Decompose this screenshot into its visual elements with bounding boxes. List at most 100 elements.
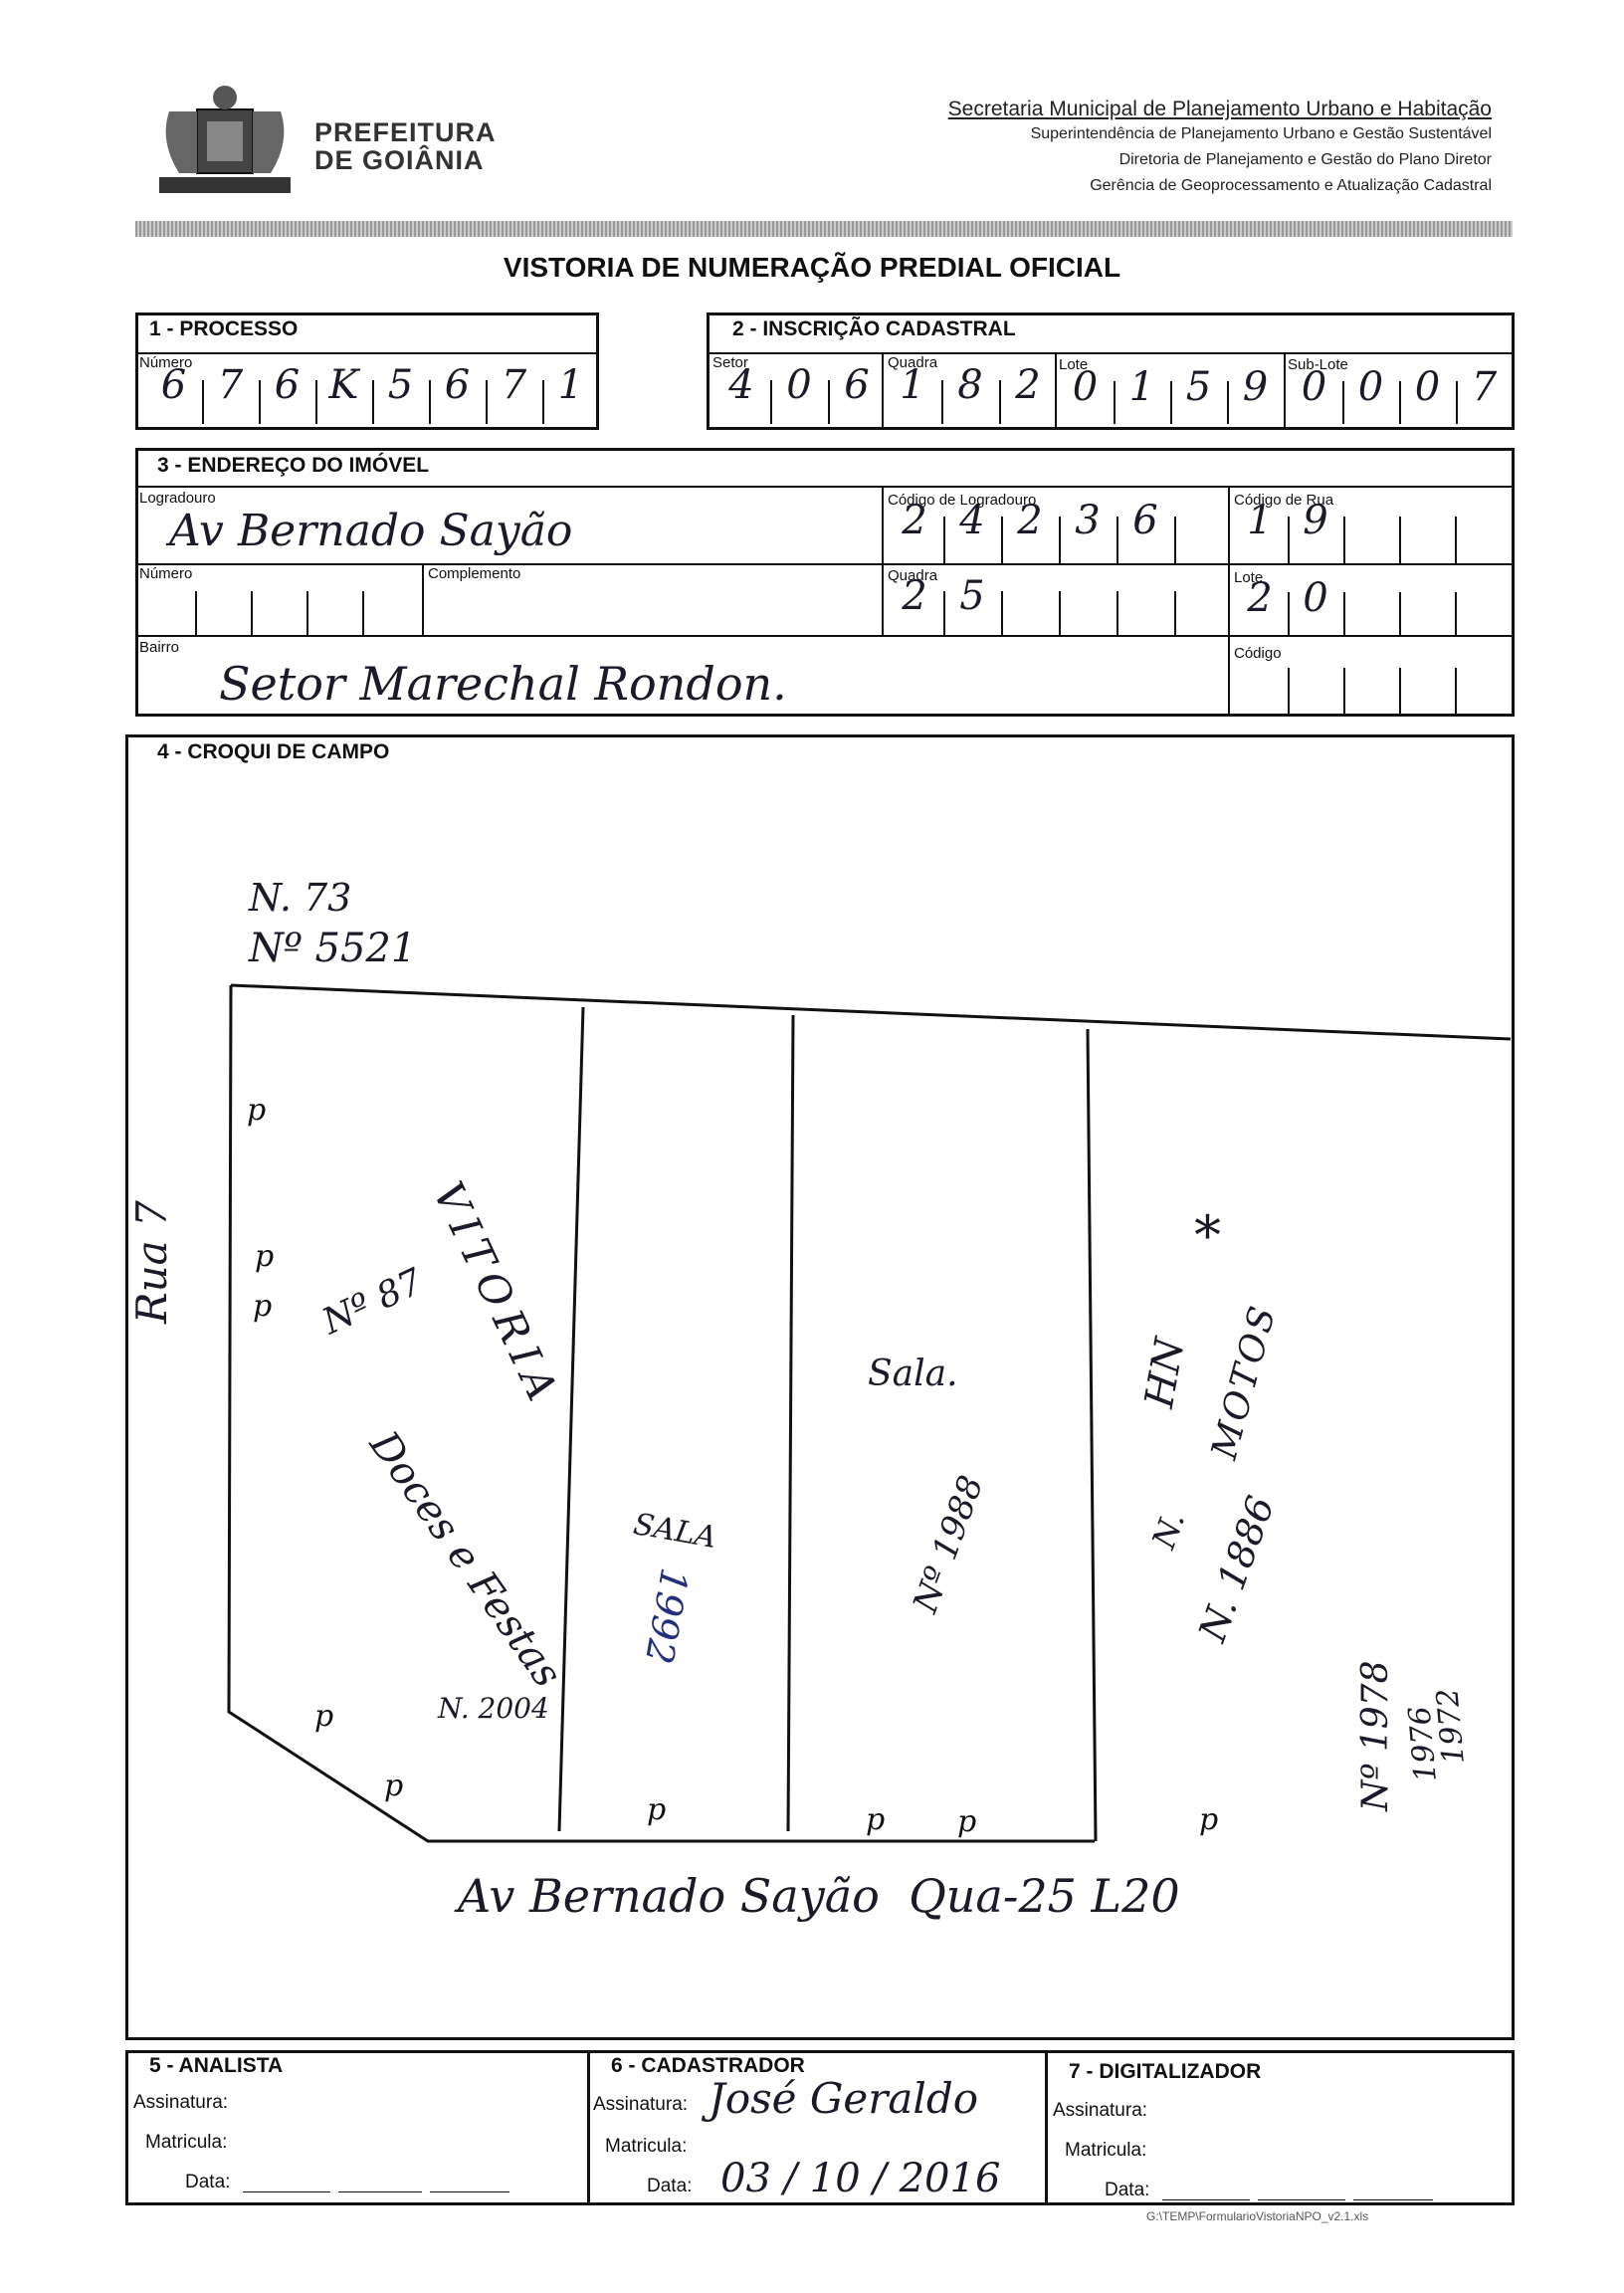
codigo-separator (1399, 667, 1401, 717)
digitalizador-data-label: Data: (1105, 2180, 1150, 2200)
digitalizador-year-field[interactable] (1353, 2199, 1433, 2200)
quadra-digit: 8 (957, 362, 983, 408)
cod-logradouro-separator (1059, 517, 1061, 563)
setor-digit: 0 (786, 362, 812, 408)
cod-rua-digit: 1 (1247, 498, 1273, 543)
cod-logradouro-label: Código de Logradouro (888, 492, 1037, 509)
lote-separator (1227, 381, 1229, 424)
note-n1972: 1972 (1430, 1686, 1472, 1766)
codigo-separator (1455, 667, 1457, 717)
inscricao-group-divider (882, 352, 884, 430)
header-line2: Superintendência de Planejamento Urbano … (1030, 125, 1492, 142)
setor-digit: 6 (844, 362, 870, 408)
cadastrador-matricula-label: Matricula: (605, 2136, 688, 2157)
inscricao-group-divider (1284, 352, 1286, 430)
file-path: G:\TEMP\FormularioVistoriaNPO_v2.1.xls (1146, 2209, 1369, 2223)
cod-logradouro-digit: 2 (902, 498, 927, 543)
lote2-separator (1399, 592, 1401, 635)
cod-logradouro-digit: 4 (959, 498, 985, 543)
cadastrador-data-label: Data: (647, 2176, 693, 2196)
quadra-separator (941, 379, 943, 424)
cadastrador-data-value[interactable]: 03 / 10 / 2016 (720, 2156, 1001, 2201)
quadra2-separator (1059, 590, 1061, 635)
cod-logradouro-digit: 3 (1075, 498, 1101, 543)
cadastrador-title: 6 - CADASTRADOR (611, 2054, 805, 2077)
processo-digit: 7 (217, 362, 244, 408)
header-line4: Gerência de Geoprocessamento e Atualizaç… (1090, 177, 1492, 194)
cod-logradouro-separator (1116, 517, 1118, 563)
sublote-digit: 0 (1357, 364, 1384, 410)
lote2-digit: 2 (1247, 575, 1273, 621)
note-n73: N. 73 (249, 876, 352, 920)
sketch-divider-1 (557, 1006, 585, 1832)
quadra2-separator (1116, 590, 1118, 635)
analista-year-field[interactable] (430, 2191, 509, 2192)
analista-month-field[interactable] (338, 2191, 422, 2192)
analista-title: 5 - ANALISTA (149, 2054, 284, 2077)
quadra2-digit: 5 (959, 573, 985, 619)
marker-p: p (866, 1802, 885, 1837)
note-n1978: Nº 1978 (1355, 1660, 1396, 1812)
marker-p: p (314, 1699, 333, 1734)
numero-separator (251, 590, 253, 635)
inscricao-group-divider (1055, 352, 1057, 430)
marker-p: p (1199, 1802, 1218, 1837)
lote2-separator (1288, 592, 1290, 635)
bairro-label: Bairro (139, 639, 180, 656)
lote-digit: 0 (1072, 364, 1099, 410)
note-sala2: Sala. (868, 1354, 958, 1394)
quadra-label: Quadra (888, 354, 938, 371)
marker-p: p (647, 1792, 666, 1827)
setor-separator (828, 379, 830, 424)
cod-rua-separator (1288, 517, 1290, 563)
digitalizador-month-field[interactable] (1258, 2199, 1345, 2200)
processo-separator (372, 379, 374, 424)
sketch-divider-3 (1086, 1028, 1098, 1842)
note-n2004: N. 2004 (438, 1692, 549, 1725)
codigo-separator (1343, 667, 1345, 717)
digitalizador-assinatura-label: Assinatura: (1053, 2100, 1148, 2121)
coat-of-arms-logo (159, 86, 291, 193)
processo-separator (486, 379, 488, 424)
logradouro-value[interactable]: Av Bernado Sayão (169, 506, 573, 556)
croqui-title: 4 - CROQUI DE CAMPO (157, 740, 390, 763)
sketch-outline (227, 984, 1095, 1843)
lote-separator (1170, 381, 1172, 424)
endereco-section (135, 448, 1515, 717)
lote2-digit: 0 (1303, 575, 1328, 621)
note-rua7: Rua 7 (127, 1200, 176, 1324)
inscricao-title: 2 - INSCRIÇÃO CADASTRAL (732, 317, 1016, 340)
processo-digit: 7 (501, 362, 527, 408)
note-bottom-street: Av Bernado Sayão Qua-25 L20 (458, 1869, 1180, 1923)
bairro-value[interactable]: Setor Marechal Rondon. (219, 657, 787, 711)
setor-separator (770, 379, 772, 424)
numero-separator (306, 590, 308, 635)
processo-digit: K (328, 362, 359, 408)
codigo-label: Código (1234, 645, 1282, 662)
analista-day-field[interactable] (243, 2191, 330, 2192)
note-star: * (1194, 1204, 1221, 1267)
sublote-digit: 0 (1414, 364, 1441, 410)
cod-logradouro-digit: 6 (1132, 498, 1158, 543)
processo-digit: 1 (557, 362, 584, 408)
quadra-digit: 2 (1015, 362, 1041, 408)
numero-label: Número (139, 565, 193, 582)
sublote-separator (1342, 381, 1344, 424)
processo-title: 1 - PROCESSO (149, 317, 299, 340)
processo-separator (429, 379, 431, 424)
sketch-divider-2 (786, 1014, 795, 1832)
quadra2-separator (943, 590, 945, 635)
numero-separator (362, 590, 364, 635)
complemento-label: Complemento (428, 565, 521, 582)
marker-p: p (255, 1239, 274, 1274)
digitalizador-day-field[interactable] (1162, 2199, 1250, 2200)
cadastrador-assinatura-label: Assinatura: (593, 2094, 689, 2115)
cod-rua-separator (1343, 517, 1345, 563)
lote-digit: 1 (1128, 364, 1155, 410)
quadra2-separator (1174, 590, 1176, 635)
sublote-separator (1456, 381, 1458, 424)
cod-rua-separator (1399, 517, 1401, 563)
quadra2-digit: 2 (902, 573, 927, 619)
sublote-digit: 7 (1471, 364, 1498, 410)
footer-section (125, 2050, 1515, 2205)
